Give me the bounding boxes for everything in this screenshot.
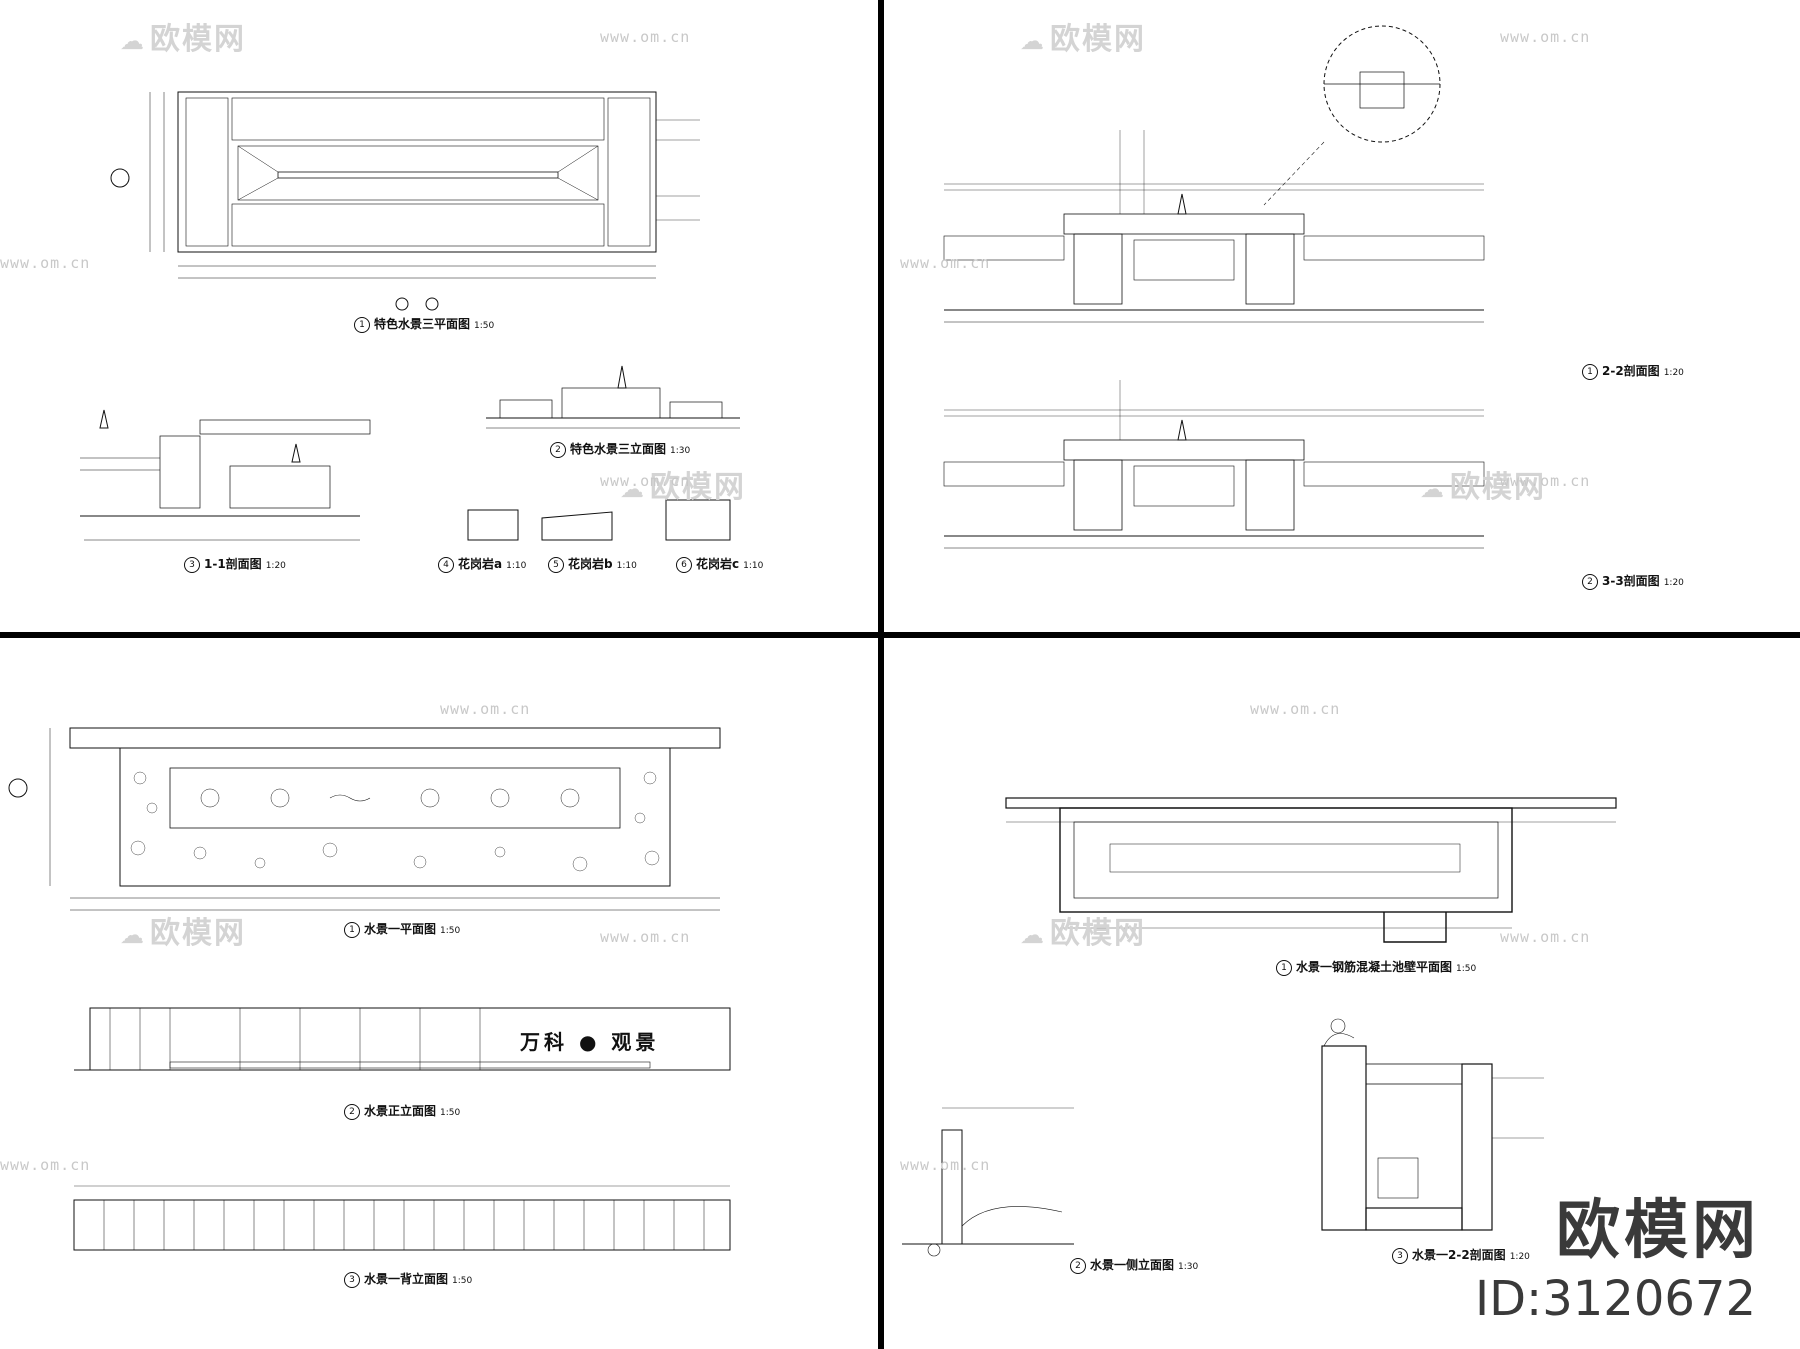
watermark-logo-2: ☁欧模网: [1020, 22, 1146, 57]
watermark-site-8: www.om.cn: [1250, 700, 1341, 718]
sign-text: 万科 ● 观景: [520, 1030, 660, 1054]
sheet-top-left-drawing: [80, 91, 740, 541]
divider-horizontal: [0, 632, 1800, 638]
watermark-logo-5: ☁欧模网: [120, 916, 246, 951]
watermark-site-3: www.om.cn: [0, 254, 91, 272]
watermark-site-7: www.om.cn: [440, 700, 531, 718]
watermark-site-11: www.om.cn: [0, 1156, 91, 1174]
back-elevation-panels: [103, 1200, 705, 1250]
watermark-logo-6: ☁欧模网: [1020, 916, 1146, 951]
watermark-site-9: www.om.cn: [600, 928, 691, 946]
sheet-top-right-drawing: [943, 25, 1485, 549]
watermark-site-6: www.om.cn: [1500, 472, 1591, 490]
watermark-site-1: www.om.cn: [600, 28, 691, 46]
sheet-bottom-left-drawing: [8, 727, 731, 1251]
watermark-site-12: www.om.cn: [900, 1156, 991, 1174]
brand-id: ID:3120672: [1474, 1271, 1756, 1327]
watermark-site-5: www.om.cn: [600, 472, 691, 490]
watermark-site-2: www.om.cn: [1500, 28, 1591, 46]
stone-texture: [130, 771, 660, 872]
watermark-logo-1: ☁欧模网: [120, 22, 246, 57]
divider-vertical: [878, 0, 884, 1349]
watermark-logo-4: ☁欧模网: [1420, 470, 1546, 505]
watermark-logo-3: ☁欧模网: [620, 470, 746, 505]
plan-outline: [177, 91, 657, 253]
watermark-site-4: www.om.cn: [900, 254, 991, 272]
sheet-bottom-right-drawing: [902, 797, 1617, 1257]
brand-logo: 欧模网: [1556, 1194, 1760, 1268]
watermark-site-10: www.om.cn: [1500, 928, 1591, 946]
